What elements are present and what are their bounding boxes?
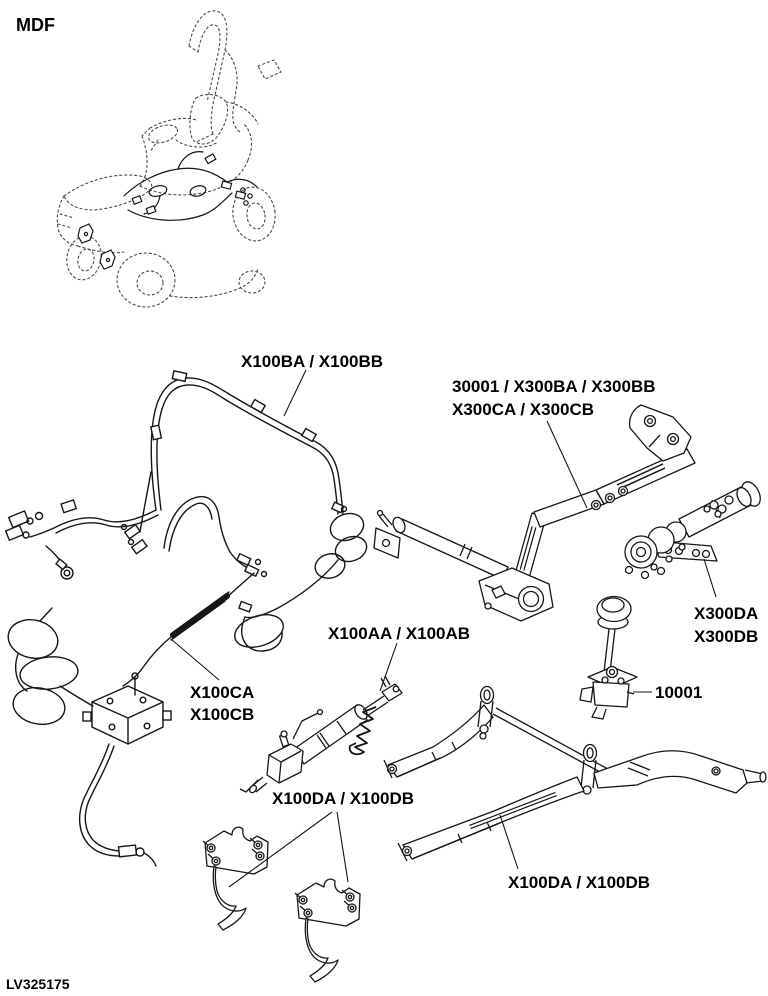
part-label-harness-branch-line2: X100CB (190, 705, 255, 724)
lift-lever-drawing (579, 595, 638, 720)
hitch-assembly-drawing (383, 685, 767, 862)
tractor-outline-drawing (56, 10, 282, 308)
mount-bracket-left-drawing (202, 826, 269, 931)
leader-lines (170, 369, 717, 888)
lift-linkage-drawing (373, 404, 696, 622)
part-label-actuator-line2: X300DB (694, 627, 759, 646)
part-label-harness-main: X100BA / X100BB (241, 352, 384, 371)
part-label-hitch: X100DA / X100DB (508, 873, 651, 892)
part-label-harness-branch-line1: X100CA (190, 683, 255, 702)
part-label-actuator: X300DA X300DB (694, 602, 758, 648)
mount-bracket-right-drawing (294, 878, 361, 983)
part-label-lift-linkage-line2: X300CA / X300CB (452, 400, 595, 419)
part-label-actuator-line1: X300DA (694, 604, 759, 623)
part-label-lift-linkage: 30001 / X300BA / X300BB X300CA / X300CB (452, 375, 656, 421)
part-label-lift-linkage-line1: 30001 / X300BA / X300BB (452, 377, 656, 396)
main-harness-drawing (4, 370, 368, 867)
part-label-lever: 10001 (655, 683, 703, 702)
part-label-lift-rod: X100AA / X100AB (328, 624, 471, 643)
drawing-number-label: LV325175 (6, 976, 70, 992)
model-code-label: MDF (16, 15, 55, 35)
part-label-harness-branch: X100CA X100CB (190, 682, 254, 726)
actuator-gearbox-drawing (624, 481, 761, 580)
lift-rod-spring-drawing (239, 675, 403, 794)
tractor-harness-overlay-drawing (77, 151, 258, 270)
part-label-mount-brackets: X100DA / X100DB (272, 789, 415, 808)
